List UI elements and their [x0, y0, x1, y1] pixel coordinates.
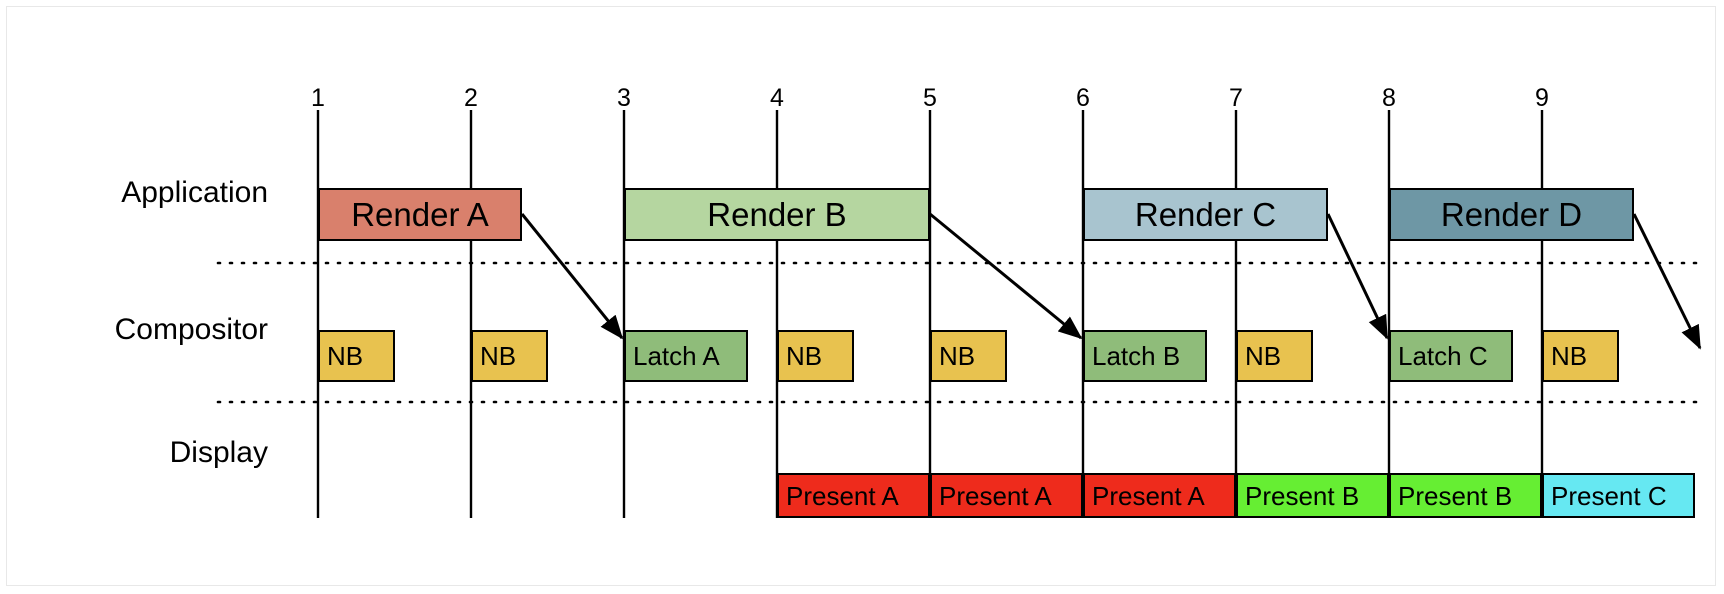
compositor-bar-label: NB — [1245, 341, 1282, 371]
compositor-bar-latch-a: Latch A — [624, 330, 748, 382]
compositor-bar-label: NB — [786, 341, 823, 371]
tick-label-6: 6 — [1076, 84, 1090, 112]
compositor-bar-label: NB — [480, 341, 517, 371]
tick-label-3: 3 — [617, 84, 631, 112]
display-bar-present-a: Present A — [777, 473, 930, 518]
display-bar-label: Present B — [1398, 480, 1513, 511]
tick-label-4: 4 — [770, 84, 784, 112]
flow-arrows — [520, 212, 1702, 350]
application-bar-label: Render D — [1440, 196, 1583, 233]
tick-label-2: 2 — [464, 84, 478, 112]
timeline-tick-lines — [316, 110, 1544, 518]
compositor-bar-nb: NB — [1236, 330, 1313, 382]
application-bar-render-b: Render B — [624, 188, 930, 241]
arrow-render-a-to-latch-a — [520, 213, 624, 340]
arrow-render-d-to-offscreen — [1632, 213, 1702, 350]
compositor-bar-nb: NB — [930, 330, 1007, 382]
compositor-bar-label: Latch A — [633, 341, 720, 371]
compositor-bar-label: NB — [939, 341, 976, 371]
arrow-render-b-to-latch-b — [929, 212, 1083, 340]
tick-label-5: 5 — [923, 84, 937, 112]
compositor-bar-nb: NB — [318, 330, 395, 382]
display-bar-label: Present A — [939, 480, 1052, 511]
compositor-bar-latch-c: Latch C — [1389, 330, 1513, 382]
compositor-bar-latch-b: Latch B — [1083, 330, 1207, 382]
compositor-bar-label: Latch B — [1092, 341, 1181, 371]
application-bar-render-d: Render D — [1389, 188, 1634, 241]
compositor-bar-nb: NB — [471, 330, 548, 382]
display-bar-label: Present C — [1551, 480, 1667, 511]
display-bar-label: Present A — [786, 480, 899, 511]
application-bar-label: Render A — [351, 196, 489, 233]
application-bar-label: Render B — [707, 196, 847, 233]
compositor-bar-label: Latch C — [1398, 341, 1488, 371]
tick-label-1: 1 — [311, 84, 325, 112]
row-label-compositor: Compositor — [114, 313, 268, 346]
row-label-application: Application — [121, 176, 268, 209]
display-bar-present-a: Present A — [1083, 473, 1236, 518]
tick-label-8: 8 — [1382, 84, 1396, 112]
compositor-bar-nb: NB — [1542, 330, 1619, 382]
application-bar-render-a: Render A — [318, 188, 522, 241]
application-bar-label: Render C — [1134, 196, 1277, 233]
display-bar-label: Present A — [1092, 480, 1205, 511]
compositor-bar-label: NB — [1551, 341, 1588, 371]
display-bar-present-b: Present B — [1389, 473, 1542, 518]
row-label-display: Display — [169, 436, 268, 469]
lane-separators — [216, 261, 1702, 404]
display-bar-present-c: Present C — [1542, 473, 1695, 518]
tick-label-9: 9 — [1535, 84, 1549, 112]
application-bar-render-c: Render C — [1083, 188, 1328, 241]
arrow-render-c-to-latch-c — [1326, 213, 1389, 340]
display-bar-present-a: Present A — [930, 473, 1083, 518]
compositor-bar-nb: NB — [777, 330, 854, 382]
display-bar-label: Present B — [1245, 480, 1360, 511]
tick-label-7: 7 — [1229, 84, 1243, 112]
compositor-bar-label: NB — [327, 341, 364, 371]
display-bar-present-b: Present B — [1236, 473, 1389, 518]
